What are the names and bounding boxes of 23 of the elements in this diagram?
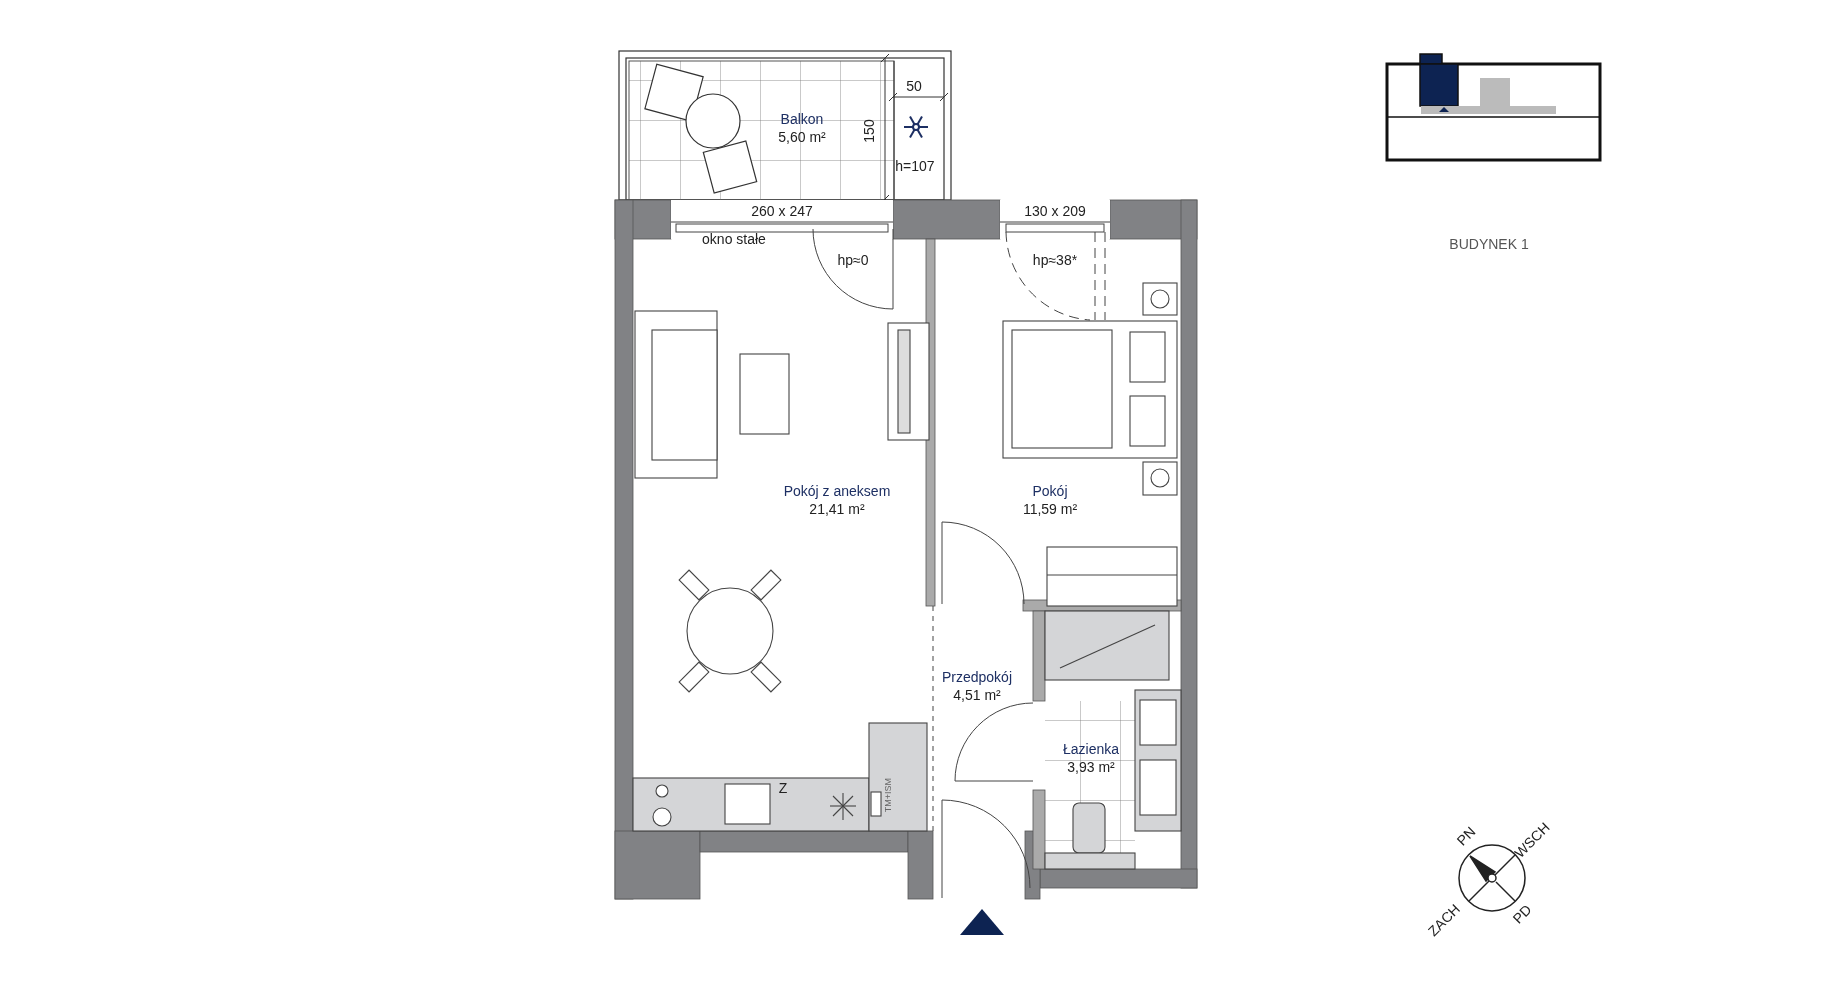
dimension-label: 50 [906,78,922,94]
window-note: okno stałe [702,231,766,247]
compass-label: PN [1453,823,1479,849]
compass-label: PD [1509,901,1535,927]
appliance-label: TM+ISM [882,777,894,813]
room-name: Pokój z aneksem [783,482,891,500]
window-size-label: 130 x 209 [1024,203,1086,219]
building-label: BUDYNEK 1 [1449,236,1529,252]
room-area: 21,41 m² [783,500,891,518]
sill-height-label: hp≈38* [1032,252,1078,268]
window-size-label: 260 x 247 [751,203,813,219]
railing-height-label: h=107 [895,158,935,174]
dimension-label: 150 [861,119,877,143]
appliance-label: Z [778,780,788,796]
room-area: 3,93 m² [1063,758,1119,776]
room-name: Balkon [779,110,825,128]
room-name: Pokój [1031,482,1069,500]
room-name: Przedpokój [942,668,1012,686]
room-area: 4,51 m² [942,686,1012,704]
sill-height-label: hp≈0 [837,252,869,268]
room-name: Łazienka [1063,740,1119,758]
room-area: 11,59 m² [1022,500,1078,518]
room-area: 5,60 m² [778,128,826,146]
